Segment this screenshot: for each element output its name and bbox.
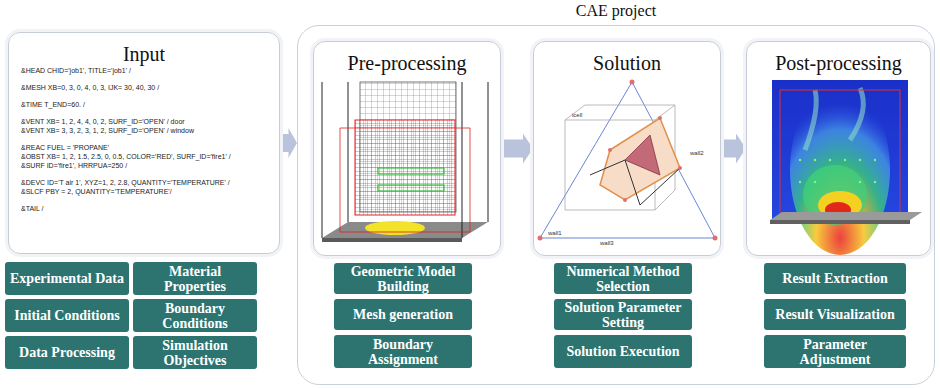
code-line: &SURF ID='fire1', HRRPUA=250 / [21, 161, 273, 170]
code-line: &SLCF PBY = 2, QUANTITY='TEMPERATURE'/ [21, 187, 273, 196]
flow-arrow [280, 128, 297, 158]
cell-geometry [538, 80, 718, 241]
title-text: Data Processing [19, 345, 115, 360]
step-button: Geometric Model Building [334, 263, 472, 294]
step-button: Numerical Method Selection [554, 263, 692, 294]
step-button: Solution Parameter Setting [554, 299, 692, 330]
fire-result [770, 80, 922, 255]
code-line: &TIME T_END=60. / [21, 100, 273, 109]
title-text: CAE project [298, 2, 934, 20]
title-text: Geometric Model Building [338, 264, 468, 294]
title-text: Result Visualization [775, 307, 894, 322]
diagram-label: wall2 [690, 150, 704, 156]
code-line: &MESH XB=0, 3, 0, 4, 0, 3, IJK= 30, 40, … [21, 83, 273, 92]
step-button: Parameter Adjustment [764, 335, 906, 368]
code-line: &OBST XB= 1, 2, 1.5, 2.5, 0, 0.5, COLOR=… [21, 152, 273, 161]
stage-panel: Post-processing [746, 41, 931, 256]
step-button: Material Properties [133, 262, 257, 295]
flow-arrow [721, 134, 746, 164]
title-text: Simulation Objectives [137, 338, 253, 368]
title-text: Experimental Data [10, 271, 124, 286]
stage-panel: Solution [533, 41, 721, 256]
step-button: Boundary Assignment [334, 335, 472, 368]
title-text: Initial Conditions [14, 308, 119, 323]
code-line: &TAIL / [21, 204, 273, 213]
title-text: Mesh generation [353, 307, 453, 322]
project-frame: CAE projectPre-processingGeometric Model… [297, 25, 935, 385]
stage-panel: Input&HEAD CHID='job1', TITLE='job1' / &M… [8, 32, 280, 254]
title-text: Boundary Assignment [338, 337, 468, 367]
flow-arrow [501, 134, 533, 164]
title-text: Result Extraction [782, 271, 887, 286]
code-line: &HEAD CHID='job1', TITLE='job1' / [21, 66, 273, 75]
code-line: &DEVC ID='T air 1', XYZ=1, 2, 2.8, QUANT… [21, 178, 273, 187]
title-text: Boundary Conditions [137, 301, 253, 331]
title-text: Solution [534, 52, 720, 75]
mesh-model [322, 82, 488, 242]
title-text: Parameter Adjustment [768, 337, 902, 367]
code-line: &VENT XB= 1, 2, 4, 4, 0, 2, SURF_ID='OPE… [21, 117, 273, 126]
title-text: Post-processing [747, 52, 930, 75]
diagram-label: icell [572, 112, 582, 118]
stage-panel: Pre-processing [313, 41, 501, 256]
title-text: Numerical Method Selection [558, 264, 688, 294]
code-line: &REAC FUEL = 'PROPANE' [21, 143, 273, 152]
step-button: Experimental Data [5, 262, 129, 295]
step-button: Mesh generation [334, 299, 472, 330]
step-button: Solution Execution [554, 335, 692, 368]
step-button: Simulation Objectives [133, 336, 257, 369]
code-line: &VENT XB= 3, 3, 2, 3, 1, 2, SURF_ID='OPE… [21, 126, 273, 135]
diagram-label: wall1 [548, 230, 562, 236]
step-button: Result Extraction [764, 263, 906, 294]
title-text: Input [9, 43, 279, 66]
step-button: Result Visualization [764, 299, 906, 330]
title-text: Solution Execution [566, 344, 679, 359]
diagram-label: wall3 [600, 240, 614, 246]
step-button: Initial Conditions [5, 299, 129, 332]
title-text: Solution Parameter Setting [558, 300, 688, 330]
step-button: Data Processing [5, 336, 129, 369]
step-button: Boundary Conditions [133, 299, 257, 332]
title-text: Material Properties [137, 264, 253, 294]
title-text: Pre-processing [314, 52, 500, 75]
